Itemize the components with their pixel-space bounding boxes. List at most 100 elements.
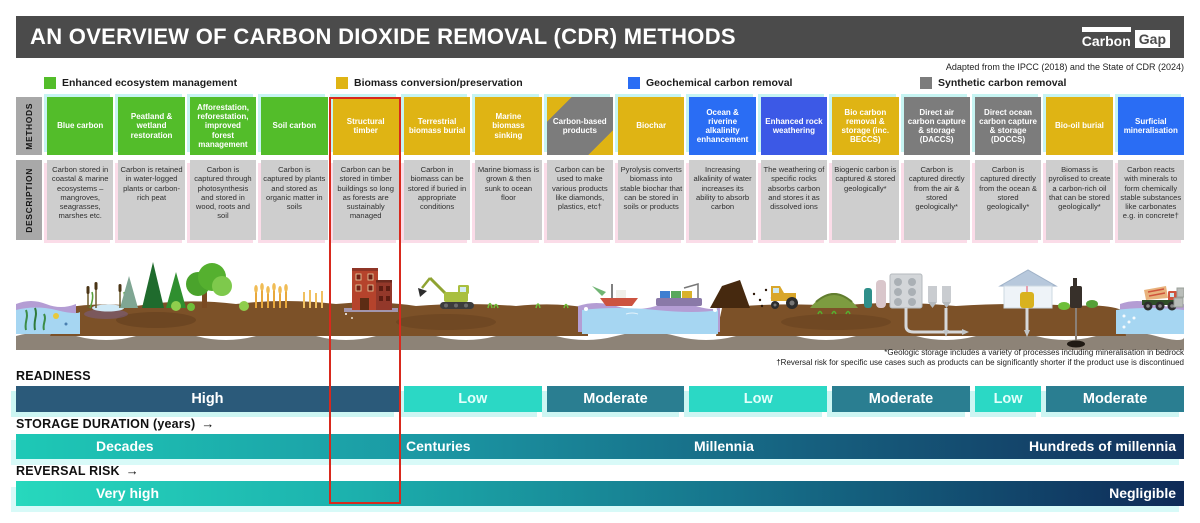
capture-tank [1020, 292, 1034, 308]
description-row-label: DESCRIPTION [16, 160, 42, 240]
description-surficial-mineralisation: Carbon reacts with minerals to form chem… [1117, 160, 1184, 240]
footnote-reversal: †Reversal risk for specific use cases su… [776, 358, 1184, 368]
legend-item-biomass-conversion-preservation: Biomass conversion/preservation [308, 76, 600, 90]
footnote-geologic: *Geologic storage includes a variety of … [884, 348, 1184, 357]
limestone-blocks [1173, 287, 1185, 308]
barge [656, 298, 702, 306]
fish [64, 322, 68, 326]
description-structural-timber: Carbon can be stored in timber buildings… [332, 160, 399, 240]
reversal-risk-label: REVERSAL RISK → [16, 463, 139, 479]
description-direct-air-carbon-capture-storage-daccs: Carbon is captured directly from the air… [903, 160, 970, 240]
biochar-pile [710, 280, 780, 308]
storage-tick-millennia: Millennia [694, 438, 754, 455]
harbor [578, 283, 720, 334]
method-ocean-riverine-alkalinity-enhancement: Ocean & riverine alkalinity enhancement [689, 97, 756, 155]
method-structural-timber: Structural timber [332, 97, 399, 155]
right-arrow-icon: → [201, 416, 215, 432]
readiness-segment-5-moderate: Moderate [832, 385, 970, 412]
description-marine-biomass-sinking: Marine biomass is grown & then sunk to o… [475, 160, 542, 240]
description-peatland-wetland-restoration: Carbon is retained in water-logged plant… [118, 160, 185, 240]
logo-bar [1081, 26, 1131, 32]
readiness-segment-3-moderate: Moderate [546, 385, 685, 412]
attribution: Adapted from the IPCC (2018) and the Sta… [945, 62, 1184, 72]
header-bar: AN OVERVIEW OF CARBON DIOXIDE REMOVAL (C… [16, 16, 1184, 58]
description-carbon-based-products: Carbon can be used to make various produ… [546, 160, 613, 240]
dac-facility [889, 273, 969, 337]
method-bio-oil-burial: Bio-oil burial [1046, 97, 1113, 155]
bedrock-layer [16, 332, 1185, 350]
carbon-gap-logo: Carbon Gap [1081, 26, 1170, 48]
fishing-net [592, 286, 606, 296]
logo-carbon-wordmark: Carbon [1081, 26, 1131, 48]
reversal-right-label: Negligible [1109, 485, 1176, 502]
legend-item-enhanced-ecosystem-management: Enhanced ecosystem management [16, 76, 308, 90]
readiness-segment-6-low: Low [974, 385, 1042, 412]
legend-swatch [628, 77, 640, 89]
cement-mixer-truck [1142, 286, 1178, 311]
forest [120, 262, 249, 311]
method-surficial-mineralisation: Surficial mineralisation [1117, 97, 1184, 155]
legend-item-synthetic-carbon-removal: Synthetic carbon removal [892, 76, 1184, 90]
description-blue-carbon: Carbon stored in coastal & marine ecosys… [47, 160, 114, 240]
fishing-boat [600, 298, 638, 306]
description-enhanced-rock-weathering: The weathering of specific rocks absorbs… [760, 160, 828, 240]
method-afforestation-reforestation-improved-forest-management: Afforestation, reforestation, improved f… [189, 97, 257, 155]
method-direct-ocean-carbon-capture-storage-doccs: Direct ocean carbon capture & storage (D… [974, 97, 1042, 155]
method-marine-biomass-sinking: Marine biomass sinking [475, 97, 542, 155]
description-ocean-riverine-alkalinity-enhancement: Increasing alkalinity of water increases… [689, 160, 756, 240]
bio-oil-unit [1058, 278, 1098, 348]
method-peatland-wetland-restoration: Peatland & wetland restoration [118, 97, 185, 155]
legend-swatch [920, 77, 932, 89]
biomass-mound [810, 293, 858, 315]
readiness-segment-7-moderate: Moderate [1046, 385, 1184, 412]
description-bio-carbon-removal-storage-inc-beccs: Biogenic carbon is captured & stored geo… [832, 160, 899, 240]
ocean-right [1116, 301, 1184, 334]
description-afforestation-reforestation-improved-forest-management: Carbon is captured through photosynthesi… [189, 160, 257, 240]
storage-tick-hundreds-of-millennia: Hundreds of millennia [1028, 438, 1176, 455]
footnotes: *Geologic storage includes a variety of … [16, 348, 1184, 369]
readiness-segment-4-low: Low [689, 385, 828, 412]
readiness-label: READINESS [16, 368, 91, 383]
storage-tick-centuries: Centuries [406, 438, 471, 455]
legend-swatch [336, 77, 348, 89]
storage-duration-bar: Decades Centuries Millennia Hundreds of mil… [16, 433, 1184, 459]
buried-oil [1067, 340, 1085, 348]
tractor-spreader [771, 286, 798, 309]
method-enhanced-rock-weathering: Enhanced rock weathering [760, 97, 828, 155]
excavator [418, 276, 474, 309]
buoy [53, 313, 59, 319]
kelp [24, 309, 28, 331]
doccs-house [998, 269, 1058, 337]
timber-building [344, 268, 398, 312]
legend-swatch [44, 77, 56, 89]
description-soil-carbon: Carbon is captured by plants and stored … [261, 160, 328, 240]
legend-item-geochemical-carbon-removal: Geochemical carbon removal [600, 76, 892, 90]
soil-right [716, 303, 1126, 336]
soil-left [50, 301, 588, 336]
readiness-segment-1-high: High [16, 385, 399, 412]
description-biochar: Pyrolysis converts biomass into stable b… [618, 160, 685, 240]
storage-tick-decades: Decades [96, 438, 154, 455]
method-direct-air-carbon-capture-storage-daccs: Direct air carbon capture & storage (DAC… [903, 97, 970, 155]
right-arrow-icon: → [125, 463, 139, 479]
method-terrestrial-biomass-burial: Terrestrial biomass burial [403, 97, 471, 155]
gas-tanks [864, 280, 886, 308]
reversal-left-label: Very high [96, 485, 160, 502]
methods-row-label: METHODS [16, 97, 42, 155]
method-blue-carbon: Blue carbon [47, 97, 114, 155]
description-bio-oil-burial: Biomass is pyrolised to create a carbon-… [1046, 160, 1113, 240]
description-row: DESCRIPTION Carbon stored in coastal & m… [16, 160, 1184, 240]
description-direct-ocean-carbon-capture-storage-doccs: Carbon is captured directly from the oce… [974, 160, 1042, 240]
method-soil-carbon: Soil carbon [261, 97, 328, 155]
reversal-risk-bar: Very high Negligible [16, 480, 1184, 506]
method-bio-carbon-removal-storage-inc-beccs: Bio carbon removal & storage (inc. BECCS… [832, 97, 899, 155]
crops [254, 283, 353, 319]
storage-pipe [904, 308, 962, 334]
landscape-illustration [16, 246, 1185, 358]
ocean-left [16, 301, 80, 334]
crane [683, 283, 699, 298]
